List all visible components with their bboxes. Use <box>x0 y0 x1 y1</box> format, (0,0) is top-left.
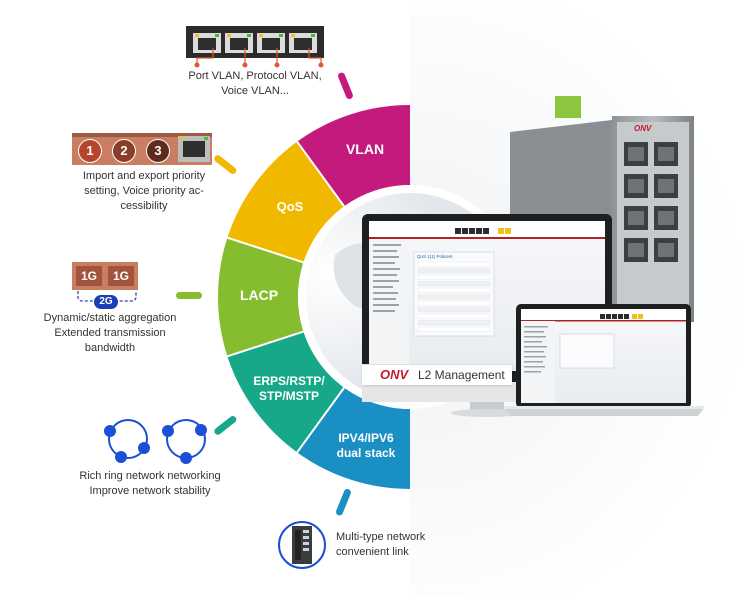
priority-badge-2: 2 <box>112 139 136 163</box>
ring-separator <box>225 236 304 264</box>
accent-bar-ipv <box>336 488 351 516</box>
caption-lacp: Dynamic/static aggregation Extended tran… <box>30 311 190 356</box>
caption-qos-line3: cessibility <box>120 200 168 212</box>
management-banner: ONV L2 Management <box>362 364 512 385</box>
port-label-1g-b: 1G <box>112 269 129 283</box>
switch-brand-logo: ONV <box>634 124 652 133</box>
rj45-port-strip <box>186 26 324 58</box>
caption-link: Multi-type network convenient link <box>336 530 446 560</box>
vlan-connector-dots <box>194 62 324 68</box>
network-device-icon <box>278 521 326 569</box>
segment-label-ipv: IPV4/IPV6 dual stack <box>326 431 406 461</box>
caption-qos-line1: Import and export priority <box>82 170 206 182</box>
caption-vlan-line2: Voice VLAN... <box>221 85 289 97</box>
segment-label-qos: QoS <box>276 199 304 214</box>
ring-segments <box>218 105 410 489</box>
sfp-port-inner <box>658 179 674 193</box>
monitor-table-row <box>417 281 491 287</box>
ring-segment-vlan <box>297 105 410 207</box>
caption-ring-line2: Improve network stability <box>89 485 211 497</box>
monitor-table-row <box>417 313 491 319</box>
accent-bar-lacp <box>176 292 202 299</box>
sfp-port-inner <box>628 147 644 161</box>
ring-nodes <box>104 424 207 464</box>
caption-link-line2: convenient link <box>336 546 409 558</box>
sfp-port-inner <box>628 179 644 193</box>
monitor-table-row <box>417 320 491 326</box>
segment-label-erps-line2: STP/MSTP <box>258 389 319 403</box>
segment-label-erps-line1: ERPS/RSTP/ <box>253 374 325 388</box>
accent-bar-vlan <box>338 72 353 100</box>
caption-lacp-line1: Dynamic/static aggregation <box>43 312 177 324</box>
priority-badge-3: 3 <box>146 139 170 163</box>
aggregate-badge-2g: 2G <box>94 295 118 309</box>
laptop <box>504 304 704 416</box>
sfp-port-inner <box>658 211 674 225</box>
monitor-panel-title: QoS 1(1) Policers <box>417 254 453 259</box>
caption-link-line1: Multi-type network <box>336 531 426 543</box>
monitor-table-row <box>417 326 491 332</box>
lacp-port-strip <box>72 262 138 302</box>
priority-badge-1: 1 <box>78 139 102 163</box>
ring-separator <box>295 387 345 455</box>
monitor-table-row <box>417 287 491 293</box>
monitor-table-row <box>417 300 491 306</box>
caption-lacp-line3: bandwidth <box>84 342 136 354</box>
caption-lacp-line2: Extended transmission <box>54 327 166 339</box>
segment-label-lacp: LACP <box>239 287 279 303</box>
caption-qos-line2: setting, Voice priority ac- <box>84 185 204 197</box>
port-label-1g-a: 1G <box>80 269 97 283</box>
caption-ring: Rich ring network networking Improve net… <box>60 469 240 499</box>
ring-separator <box>295 139 345 207</box>
vlan-connector-lines <box>196 48 322 64</box>
banner-text: L2 Management <box>418 368 505 382</box>
monitor-table-row <box>417 268 491 274</box>
segment-label-erps: ERPS/RSTP/ STP/MSTP <box>244 374 334 404</box>
ring-segment-qos <box>227 141 345 263</box>
monitor-table-row <box>417 294 491 300</box>
caption-vlan: Port VLAN, Protocol VLAN, Voice VLAN... <box>170 69 340 99</box>
accent-bar-ring <box>214 416 237 435</box>
monitor-table-row <box>417 274 491 280</box>
caption-qos: Import and export priority setting, Voic… <box>62 169 226 214</box>
accent-bar-qos <box>214 155 237 174</box>
ring-separator <box>225 330 304 358</box>
caption-vlan-line1: Port VLAN, Protocol VLAN, <box>188 70 322 82</box>
segment-label-ipv-line1: IPV4/IPV6 <box>338 431 394 445</box>
ring-segment-erps <box>227 331 345 453</box>
sfp-port-inner <box>658 243 674 257</box>
banner-brand-logo: ONV <box>380 367 409 382</box>
sfp-port-inner <box>628 211 644 225</box>
monitor-table-row <box>417 307 491 313</box>
segment-label-ipv-line2: dual stack <box>336 446 396 460</box>
ring-segment-lacp <box>218 237 304 357</box>
ring-segment-ipv <box>297 387 410 489</box>
monitor-table-row <box>417 261 491 267</box>
segment-label-vlan: VLAN <box>345 141 385 157</box>
sfp-port-inner <box>658 147 674 161</box>
caption-ring-line1: Rich ring network networking <box>79 470 221 482</box>
sfp-port-inner <box>628 243 644 257</box>
